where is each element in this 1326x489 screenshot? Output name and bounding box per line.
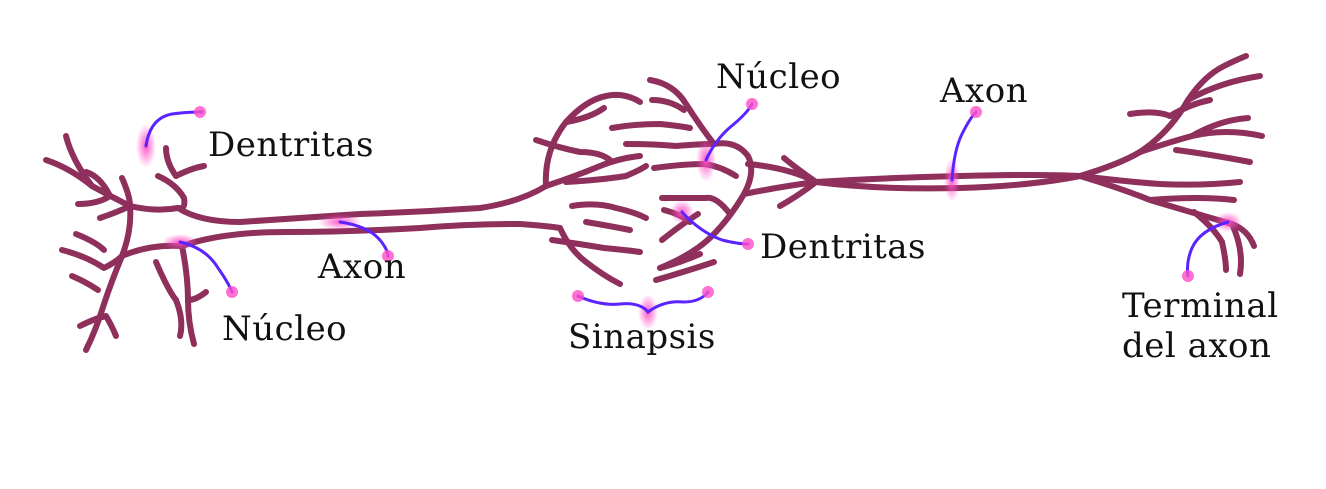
label-terminal-line-1: Terminal xyxy=(1122,286,1279,326)
label-nucleo-left: Núcleo xyxy=(222,309,348,349)
pointer-lines xyxy=(136,98,1242,330)
left-neuron xyxy=(43,133,563,353)
label-dendritas-left: Dentritas xyxy=(208,125,374,165)
label-terminal-line-2: del axon xyxy=(1122,326,1272,366)
label-axon-left: Axon xyxy=(318,247,407,287)
label-axon-right: Axon xyxy=(940,71,1029,111)
axon-terminal xyxy=(1077,53,1265,277)
label-nucleo-middle: Núcleo xyxy=(716,57,842,97)
label-terminal-del-axon: Terminal del axon xyxy=(1122,286,1302,366)
label-sinapsis: Sinapsis xyxy=(568,317,716,357)
label-dendritas-middle: Dentritas xyxy=(760,227,926,267)
